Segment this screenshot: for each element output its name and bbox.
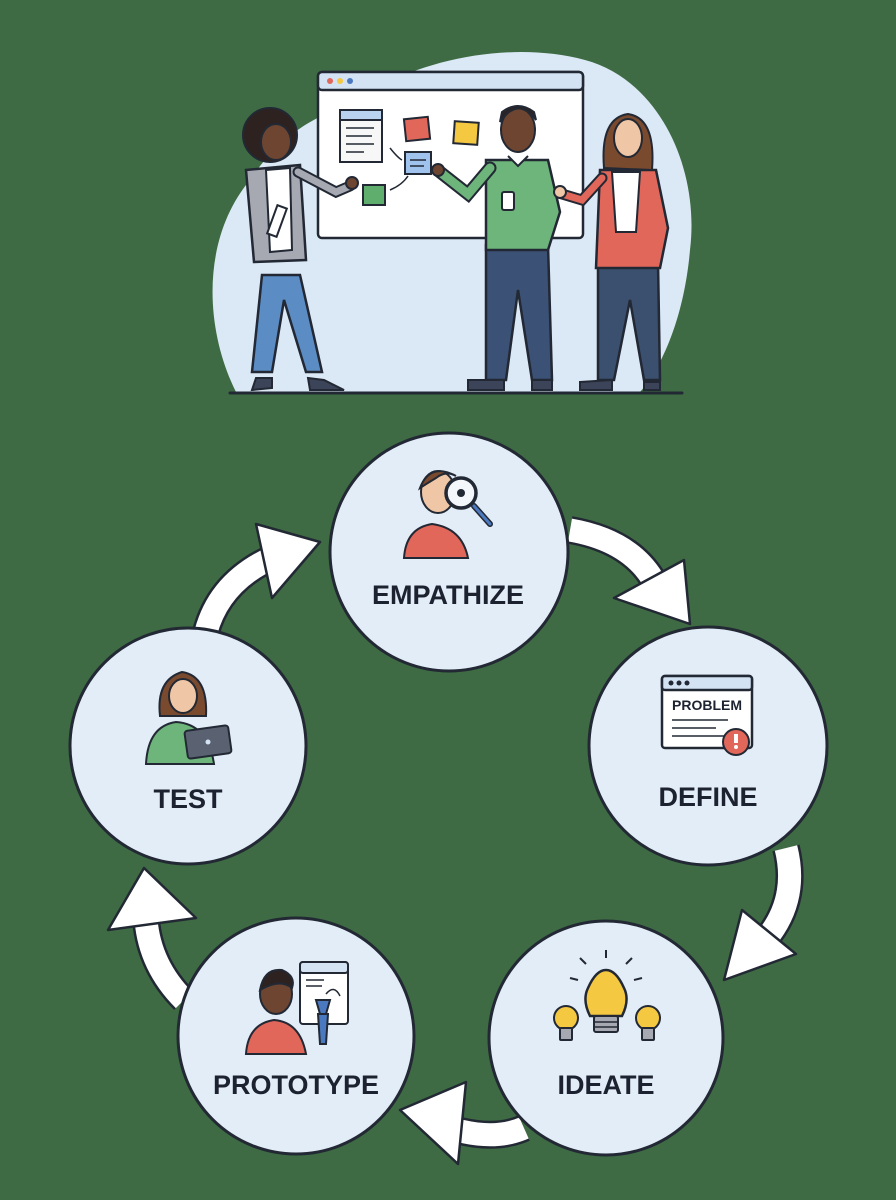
person-right bbox=[553, 112, 670, 391]
sticky-note-yellow-icon bbox=[452, 120, 480, 146]
person-left bbox=[242, 107, 359, 392]
stage-label-ideate: IDEATE bbox=[557, 1070, 654, 1100]
designer-pen-icon bbox=[244, 961, 349, 1055]
window-dot-blue-icon bbox=[347, 78, 353, 84]
problem-label: PROBLEM bbox=[672, 697, 742, 713]
stage-ideate: IDEATE bbox=[487, 919, 725, 1157]
arrow-empathize-to-define bbox=[567, 516, 692, 626]
sticky-note-blue-icon bbox=[404, 151, 432, 175]
stage-label-define: DEFINE bbox=[658, 782, 757, 812]
sticky-note-green-icon bbox=[362, 184, 386, 206]
rolled-paper-icon bbox=[265, 203, 289, 239]
arrow-test-to-empathize bbox=[192, 522, 322, 637]
flow-arrow-icon bbox=[389, 175, 409, 191]
stage-label-empathize: EMPATHIZE bbox=[372, 580, 524, 610]
document-icon bbox=[339, 109, 383, 163]
window-dot-red-icon bbox=[327, 78, 333, 84]
problem-window-icon: PROBLEM bbox=[660, 674, 754, 756]
team-illustration bbox=[212, 52, 692, 395]
tablet-user-icon bbox=[144, 670, 233, 765]
sticky-note-red-icon bbox=[402, 115, 432, 143]
lightbulbs-icon bbox=[553, 950, 661, 1041]
cycle-arrows bbox=[106, 516, 804, 1166]
stage-test: TEST bbox=[68, 626, 308, 866]
stage-define: PROBLEM DEFINE bbox=[587, 625, 829, 867]
magnifier-person-icon bbox=[402, 470, 493, 559]
person-middle bbox=[431, 105, 562, 391]
stage-empathize: EMPATHIZE bbox=[328, 431, 570, 673]
arrow-ideate-to-prototype bbox=[398, 1080, 530, 1166]
flow-arrow-icon bbox=[389, 147, 403, 161]
phone-icon bbox=[501, 191, 515, 211]
arrow-prototype-to-test bbox=[106, 866, 198, 1010]
arrow-define-to-ideate bbox=[722, 844, 804, 982]
stage-prototype: PROTOTYPE bbox=[176, 916, 416, 1156]
stage-label-prototype: PROTOTYPE bbox=[213, 1070, 379, 1100]
stage-label-test: TEST bbox=[153, 784, 223, 814]
window-dot-yellow-icon bbox=[337, 78, 343, 84]
